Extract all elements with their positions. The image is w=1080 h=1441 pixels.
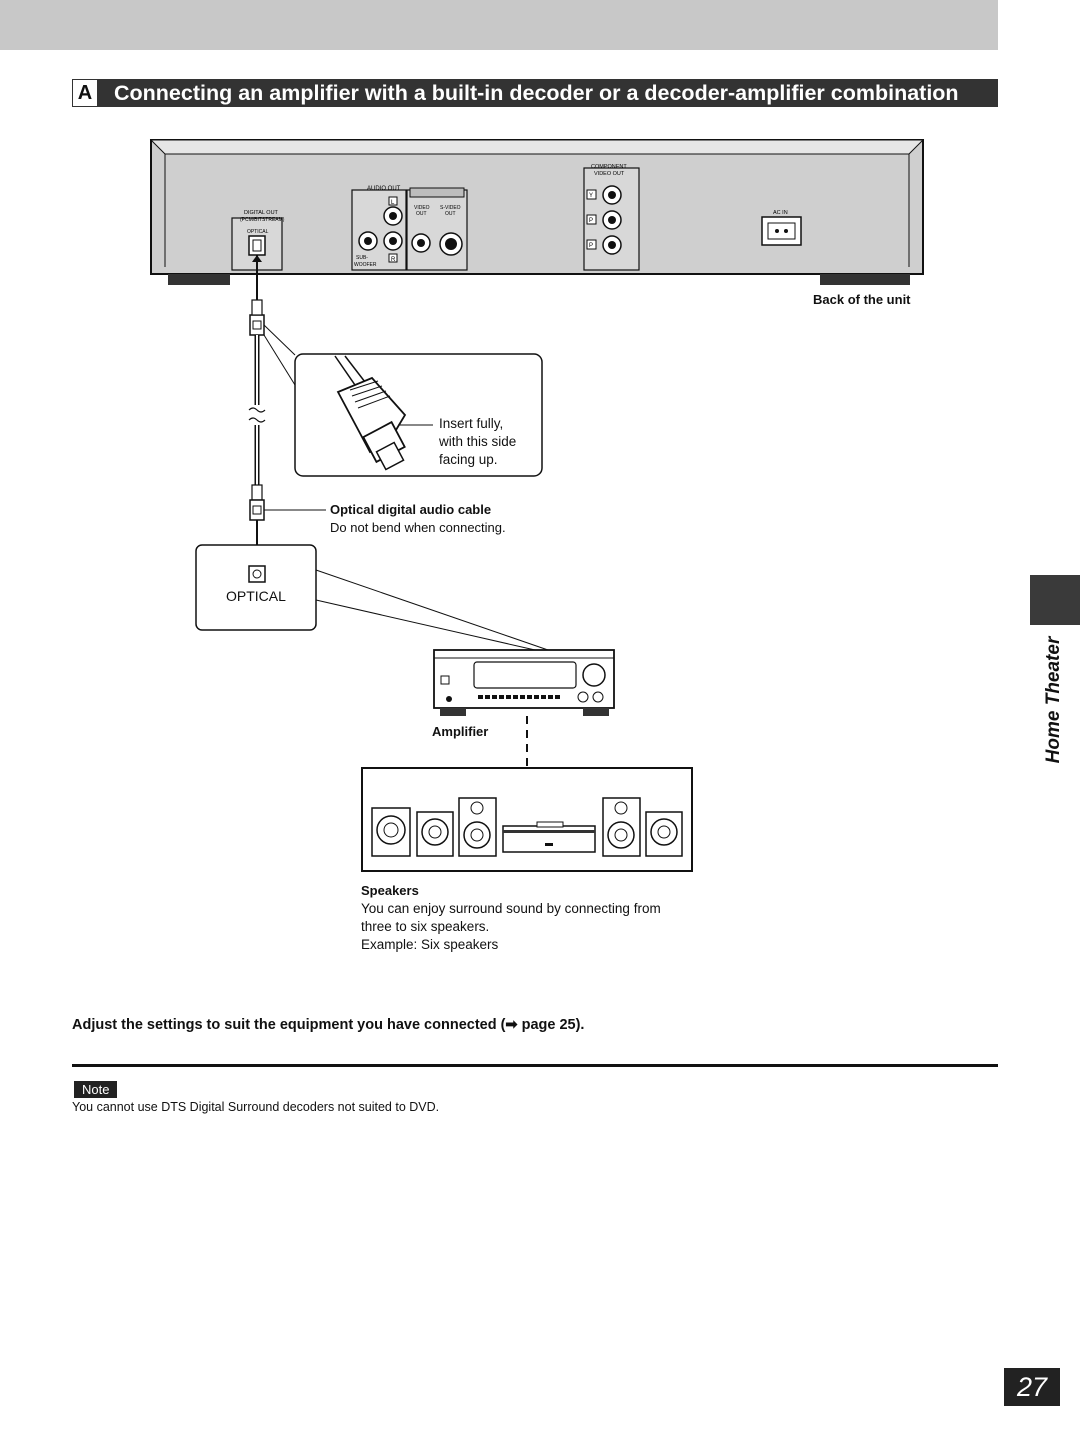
label-woofer: WOOFER xyxy=(354,262,377,268)
speakers-description-line2: three to six speakers. xyxy=(361,919,490,934)
note-badge: Note xyxy=(74,1081,118,1098)
label-component: COMPONENT xyxy=(591,164,627,170)
label-y: Y xyxy=(589,193,593,199)
insert-instruction-line3: facing up. xyxy=(439,452,498,467)
cable-note: Do not bend when connecting. xyxy=(330,520,506,535)
label-video-out-comp: VIDEO OUT xyxy=(594,171,625,177)
settings-instruction: Adjust the settings to suit the equipmen… xyxy=(72,1017,585,1033)
plug-zoom-callout xyxy=(263,324,543,477)
label-sub: SUB- xyxy=(356,255,368,261)
section-letter: A xyxy=(72,79,98,107)
label-video: VIDEO xyxy=(414,205,430,211)
page-number: 27 xyxy=(1004,1368,1060,1406)
section-divider xyxy=(72,1064,998,1067)
section-title: Connecting an amplifier with a built-in … xyxy=(114,80,959,105)
dvd-back-panel xyxy=(149,139,925,285)
top-gray-bar xyxy=(0,0,998,50)
side-tab-block xyxy=(1030,575,1080,625)
label-audio-out: AUDIO OUT xyxy=(367,186,401,192)
amplifier-label: Amplifier xyxy=(432,724,489,739)
note-text: You cannot use DTS Digital Surround deco… xyxy=(72,1100,440,1114)
back-of-unit-label: Back of the unit xyxy=(813,292,911,307)
label-l: L xyxy=(391,200,395,206)
connection-diagram: AUDIO OUT DIGITAL OUT (PCM/BITSTREAM) OP… xyxy=(149,139,925,872)
label-pcm-bitstream: (PCM/BITSTREAM) xyxy=(240,217,285,223)
label-s-video-out: OUT xyxy=(445,211,456,217)
label-video-out: OUT xyxy=(416,211,427,217)
label-optical-small: OPTICAL xyxy=(247,229,269,235)
speakers-example: Example: Six speakers xyxy=(361,937,499,952)
label-digital-out: DIGITAL OUT xyxy=(244,210,279,216)
cable-title: Optical digital audio cable xyxy=(330,502,492,517)
insert-instruction-line1: Insert fully, xyxy=(439,416,504,431)
speakers-description-line1: You can enjoy surround sound by connecti… xyxy=(361,901,661,916)
amplifier-icon xyxy=(433,649,615,768)
insert-instruction-line2: with this side xyxy=(439,434,517,449)
label-pr: P xyxy=(589,243,593,249)
amplifier-optical-jack xyxy=(195,544,549,651)
label-ac-in: AC IN xyxy=(773,210,788,216)
side-tab-label: Home Theater xyxy=(1043,636,1064,764)
label-r: R xyxy=(391,257,396,263)
optical-cable xyxy=(248,255,326,563)
label-s-video: S-VIDEO xyxy=(440,205,461,211)
speakers-title: Speakers xyxy=(361,883,419,898)
optical-jack-label: OPTICAL xyxy=(226,588,286,604)
speakers-group xyxy=(361,767,693,872)
label-pb: P xyxy=(589,218,593,224)
section-heading: A Connecting an amplifier with a built-i… xyxy=(72,79,998,107)
